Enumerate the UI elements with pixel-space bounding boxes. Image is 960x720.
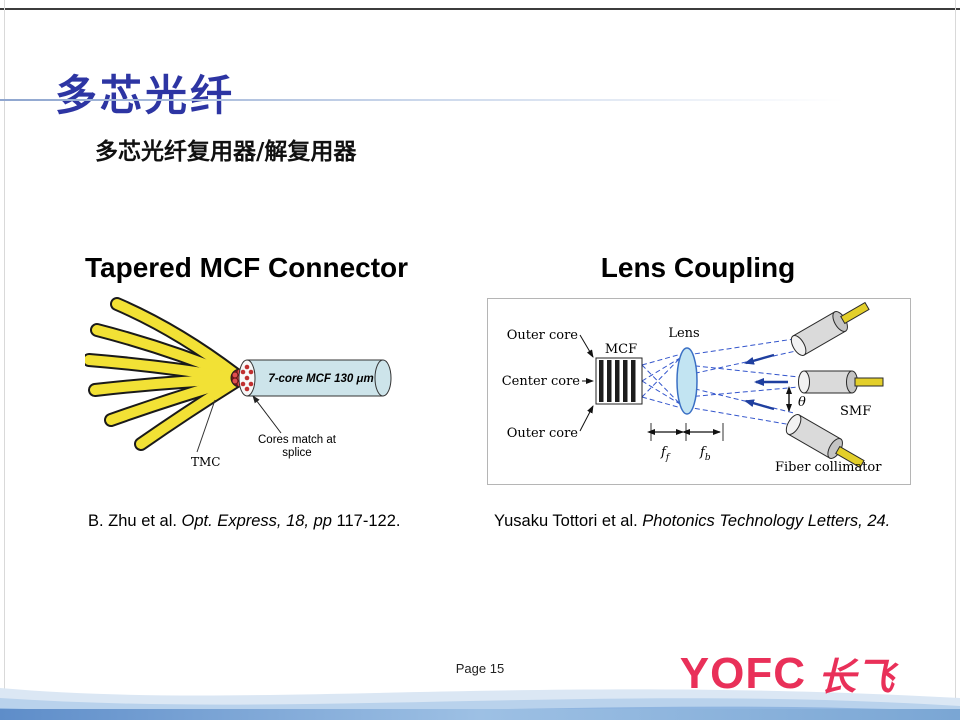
title-divider <box>0 99 960 101</box>
yofc-logo-text: YOFC <box>679 648 806 698</box>
mcf-cylinder: 7-core MCF 130 μm <box>238 359 392 397</box>
mcf-label: MCF <box>605 342 637 357</box>
outer-core-top-label: Outer core <box>507 328 579 343</box>
splice-label-line1: Cores match at <box>258 434 337 446</box>
center-core-label: Center core <box>502 374 581 389</box>
right-figure-title: Lens Coupling <box>600 252 796 283</box>
outer-core-bottom-label: Outer core <box>507 426 579 441</box>
yofc-logo: YOFC 长飞 <box>680 646 894 701</box>
theta-label: θ <box>798 395 806 410</box>
yellow-fiber-bundle <box>82 297 242 451</box>
slide-subtitle: 多芯光纤复用器/解复用器 <box>95 138 357 166</box>
beam-rays-input <box>641 352 686 410</box>
changfei-logo-mark: 长飞 <box>817 654 894 699</box>
citation-right: Yusaku Tottori et al. Photonics Technolo… <box>494 511 891 530</box>
right-edge-line <box>955 0 956 720</box>
citation-left: B. Zhu et al. Opt. Express, 18, pp 117-1… <box>88 511 401 530</box>
collimator-top <box>787 295 874 359</box>
focal-back-label: fb <box>699 445 711 463</box>
left-figure-title: Tapered MCF Connector <box>85 252 409 283</box>
left-edge-line <box>4 0 5 720</box>
tmc-pointer-line <box>196 399 216 453</box>
collimator-middle <box>798 370 884 394</box>
end-face-cores <box>240 364 254 392</box>
outer-core-top-arrow <box>579 334 594 358</box>
focal-front-label: ff <box>660 445 671 463</box>
lens-label: Lens <box>668 326 699 341</box>
tapered-mcf-diagram: 7-core MCF 130 μm TMC Cores match at spl… <box>82 297 392 469</box>
lens-shape <box>676 347 698 415</box>
beam-rays-output <box>686 338 800 426</box>
splice-label-line2: splice <box>282 447 311 459</box>
smf-label: SMF <box>840 404 871 419</box>
tmc-label: TMC <box>191 455 220 469</box>
outer-core-bottom-arrow <box>579 405 594 432</box>
page-number: Page 15 <box>455 661 505 676</box>
cylinder-label: 7-core MCF 130 μm <box>268 373 373 385</box>
fiber-collimator-label: Fiber collimator <box>775 460 882 475</box>
top-rule <box>0 8 960 10</box>
mcf-block <box>595 357 643 405</box>
beam-direction-arrows <box>744 353 788 411</box>
lens-coupling-diagram: MCF Lens Outer core Center core Outer co… <box>502 295 884 475</box>
tapered-mcf-figure: 7-core MCF 130 μm TMC Cores match at spl… <box>82 290 405 482</box>
lens-coupling-figure: MCF Lens Outer core Center core Outer co… <box>487 295 911 485</box>
splice-arrow <box>252 395 282 434</box>
slide-title: 多芯光纤 <box>55 71 236 121</box>
